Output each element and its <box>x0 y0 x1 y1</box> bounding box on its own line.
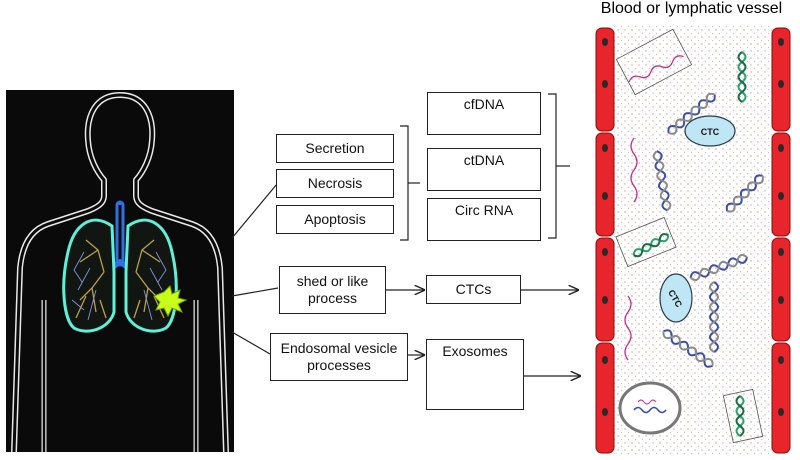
ctc-cell-1 <box>684 115 736 147</box>
connector-lines <box>231 93 580 376</box>
exosomes-box: Exosomes <box>426 339 524 410</box>
endosomal-box: Endosomal vesicle processes <box>270 333 408 381</box>
vessel-exosome <box>618 381 682 435</box>
vessel-title: Blood or lymphatic vessel <box>600 0 783 17</box>
secretion-box: Secretion <box>276 134 394 163</box>
body-panel-background <box>6 90 234 452</box>
ctcs-box: CTCs <box>426 275 521 304</box>
vessel-illustration <box>594 26 794 456</box>
vessel-wall-left <box>595 27 615 454</box>
bronchial-tree <box>75 239 165 319</box>
rna-strands <box>624 55 684 361</box>
circ-rna-box: Circ RNA <box>427 198 541 241</box>
cfdna-box: cfDNA <box>427 92 541 135</box>
necrosis-box: Necrosis <box>276 169 394 198</box>
human-body-illustration <box>6 90 234 453</box>
ctdna-box: ctDNA <box>427 148 541 191</box>
ctc-cell-2 <box>659 273 693 323</box>
shed-process-box: shed or like process <box>279 266 386 314</box>
green-dna-helices <box>632 51 747 437</box>
apoptosis-box: Apoptosis <box>276 205 394 234</box>
vessel-wall-right <box>771 27 791 454</box>
ctc-cell-label-1: CTC <box>701 127 720 137</box>
dna-helices <box>652 92 764 368</box>
tumor-icon <box>153 285 188 318</box>
